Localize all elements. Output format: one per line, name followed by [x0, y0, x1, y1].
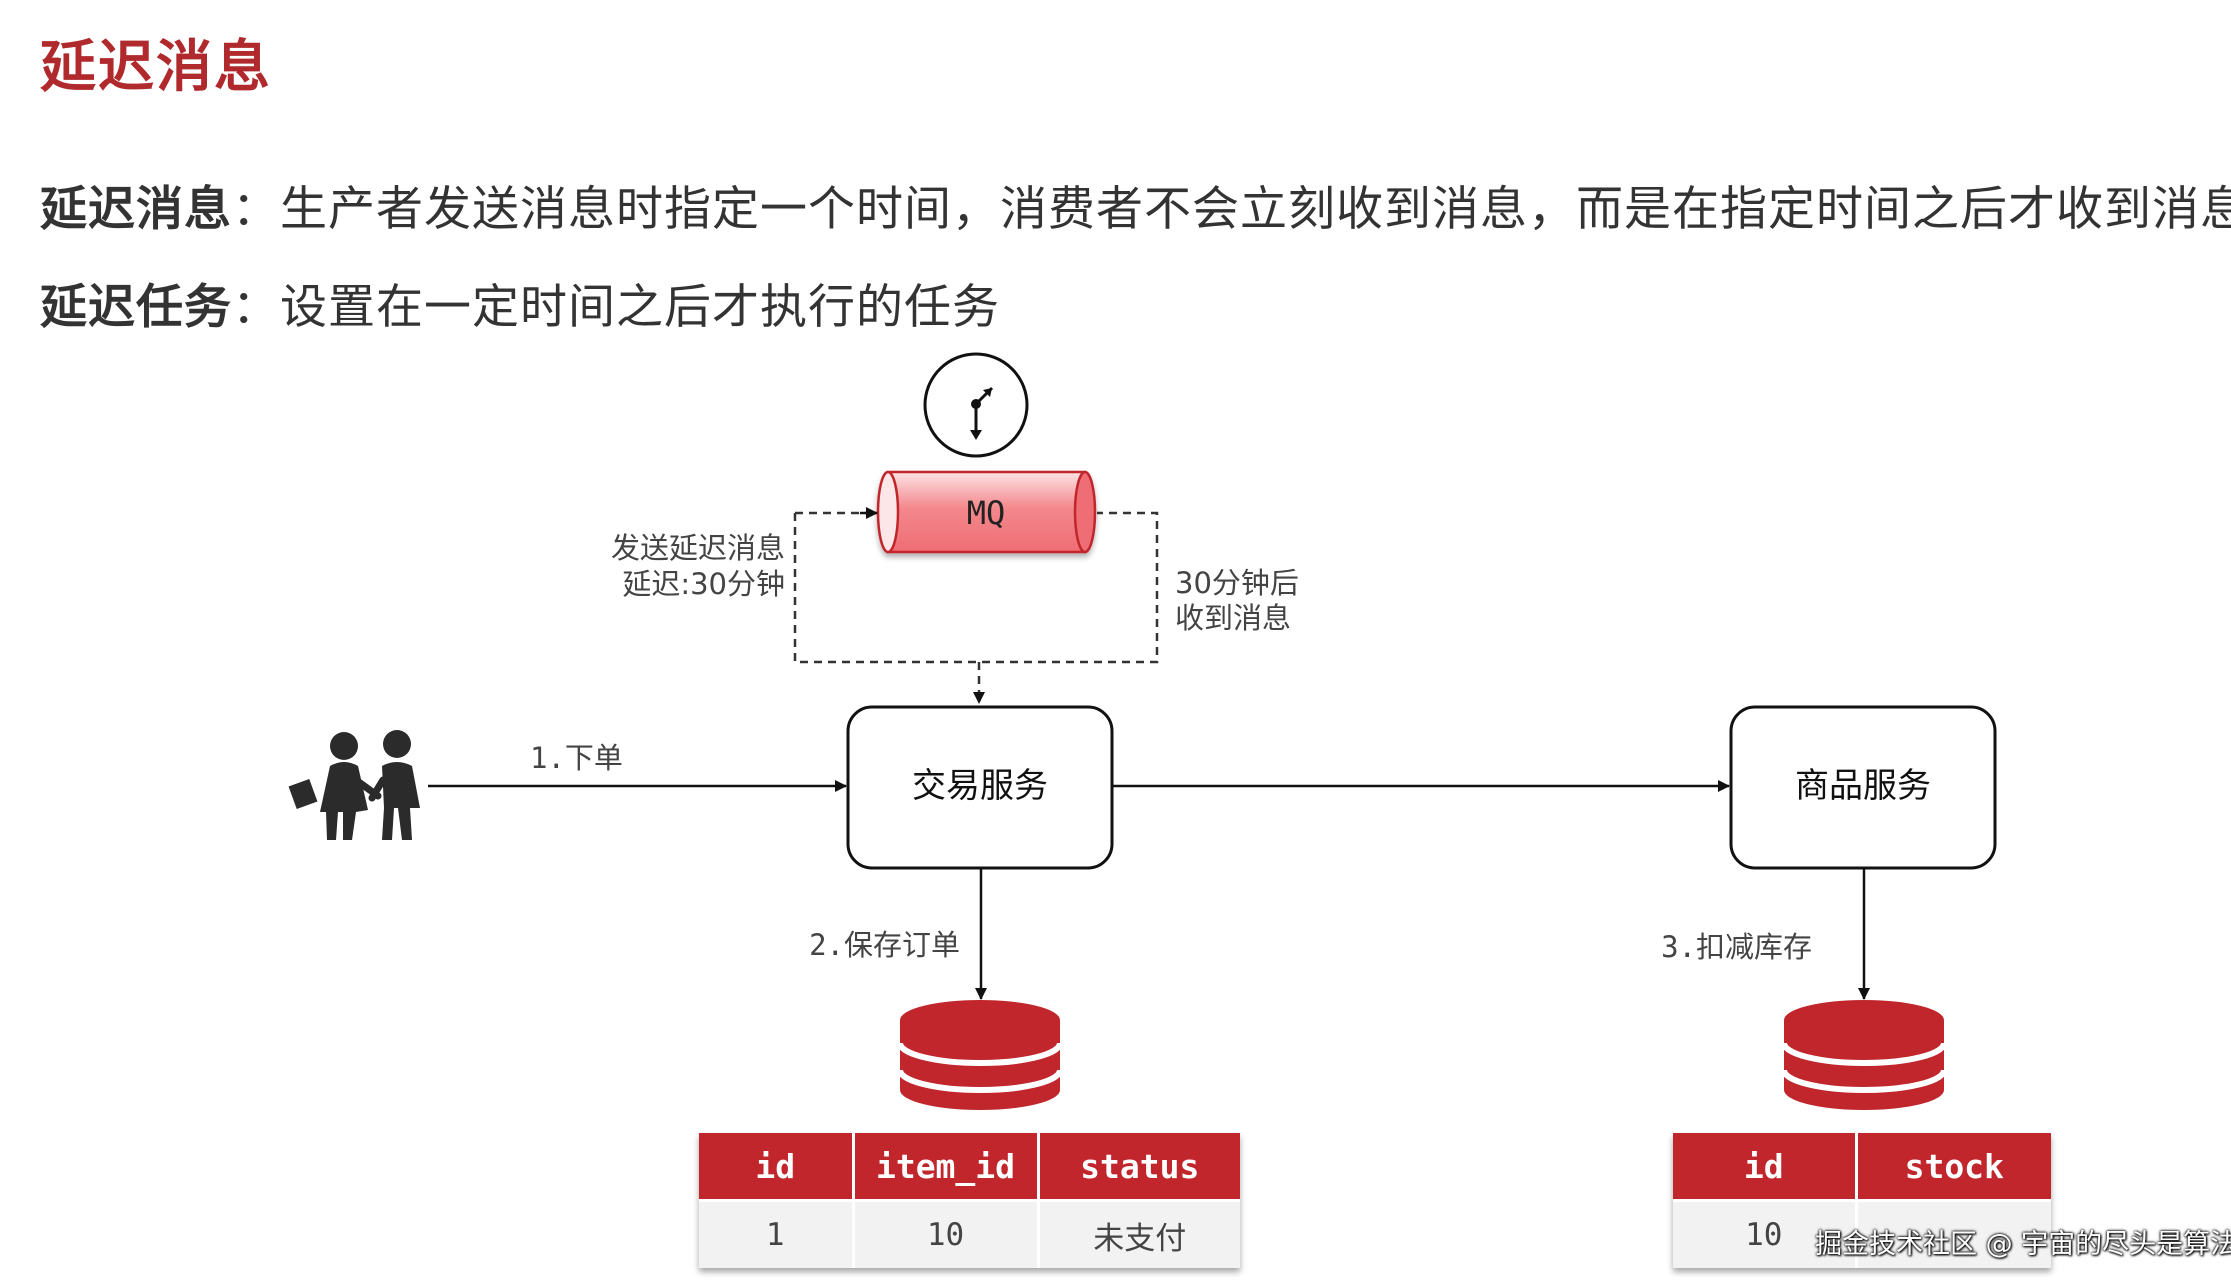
- receive-after-label: 30分钟后: [1175, 566, 1299, 600]
- column-header: item_id: [853, 1133, 1040, 1201]
- table-cell: [1856, 1199, 2051, 1268]
- receive-message-label: 收到消息: [1175, 601, 1291, 635]
- delay-loop-connector: [793, 511, 1159, 664]
- stock-database-icon: [1781, 1000, 1947, 1110]
- table-header-row: id stock: [1673, 1133, 2051, 1201]
- step1-label: 1.下单: [530, 741, 623, 775]
- mq-label: MQ: [967, 494, 1006, 532]
- table-cell: 10: [1673, 1199, 1858, 1268]
- definition-delay-task: 延迟任务：设置在一定时间之后才执行的任务: [40, 268, 1000, 337]
- column-header: id: [1673, 1133, 1858, 1201]
- delay-duration-label: 延迟:30分钟: [622, 567, 785, 601]
- order-database-icon: [897, 1000, 1063, 1110]
- definition-separator: ：: [232, 182, 280, 237]
- send-delay-label: 发送延迟消息: [611, 531, 785, 565]
- step3-label: 3.扣减库存: [1661, 930, 1812, 964]
- table-cell: 未支付: [1038, 1199, 1240, 1268]
- table-cell: 1: [699, 1199, 855, 1268]
- definition-term: 延迟任务: [40, 280, 232, 335]
- definition-delay-message: 延迟消息：生产者发送消息时指定一个时间，消费者不会立刻收到消息，而是在指定时间之…: [40, 170, 2231, 239]
- column-header: stock: [1856, 1133, 2051, 1201]
- definition-term: 延迟消息: [40, 182, 232, 237]
- users-icon: [288, 730, 420, 840]
- column-header: status: [1038, 1133, 1240, 1201]
- step2-label: 2.保存订单: [809, 928, 960, 962]
- table-row: 1 10 未支付: [699, 1199, 1240, 1268]
- column-header: id: [699, 1133, 855, 1201]
- table-header-row: id item_id status: [699, 1133, 1240, 1201]
- goods-service-label: 商品服务: [1795, 766, 1931, 806]
- table-row: 10: [1673, 1199, 2051, 1268]
- table-cell: 10: [853, 1199, 1040, 1268]
- trade-service-label: 交易服务: [912, 766, 1048, 806]
- mq-queue: [876, 470, 1097, 554]
- stock-table: id stock 10: [1673, 1133, 2051, 1268]
- order-table: id item_id status 1 10 未支付: [699, 1133, 1240, 1268]
- watermark: 掘金技术社区 @ 宇宙的尽头是算法: [1815, 1229, 2231, 1260]
- clock-icon: [923, 352, 1029, 458]
- definition-text: 生产者发送消息时指定一个时间，消费者不会立刻收到消息，而是在指定时间之后才收到消…: [280, 182, 2231, 237]
- definition-separator: ：: [232, 280, 280, 335]
- definition-text: 设置在一定时间之后才执行的任务: [280, 280, 1000, 335]
- page-title: 延迟消息: [40, 35, 272, 100]
